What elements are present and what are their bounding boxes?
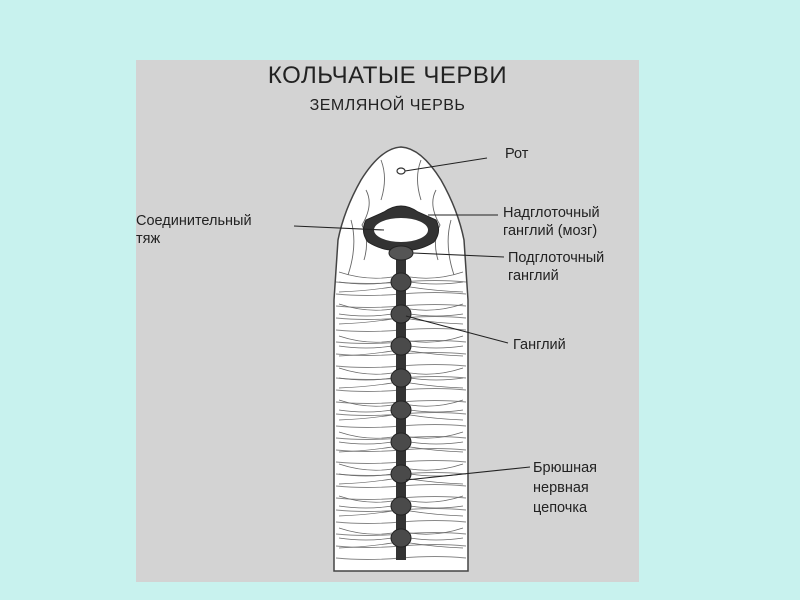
lateral-nerve	[409, 377, 464, 381]
lateral-nerve	[338, 345, 393, 349]
lateral-nerve	[338, 495, 393, 503]
ganglion-node	[390, 528, 412, 548]
lateral-nerve	[409, 399, 464, 407]
lateral-nerve	[409, 335, 464, 343]
lateral-nerve	[338, 367, 393, 375]
label-connective-line1: Соединительный	[136, 213, 252, 229]
lateral-nerve	[409, 537, 464, 541]
lateral-nerve	[338, 350, 393, 357]
lateral-nerve	[409, 286, 464, 293]
label-supraesophageal-line1: Надглоточный	[503, 205, 600, 221]
lateral-nerve	[338, 313, 393, 317]
lateral-nerve	[409, 505, 464, 509]
leader-ganglion	[405, 315, 509, 344]
lateral-nerve	[409, 495, 464, 503]
lateral-nerve	[338, 286, 393, 293]
ganglion-node	[390, 368, 412, 388]
lateral-nerve	[338, 446, 393, 453]
lateral-nerve	[338, 542, 393, 549]
lateral-nerve	[409, 345, 464, 349]
leader-connective	[293, 225, 385, 231]
label-supraesophageal-line2: ганглий (мозг)	[503, 223, 598, 239]
lateral-nerve	[409, 303, 464, 311]
lateral-nerve	[338, 537, 393, 541]
ganglion-node	[390, 336, 412, 356]
lateral-nerve	[338, 281, 393, 285]
leader-mouth	[404, 157, 488, 172]
lateral-nerve	[338, 527, 393, 535]
label-nerve-cord-line1: Брюшная	[533, 460, 598, 476]
label-nerve-cord-line2: нервная	[533, 480, 589, 496]
label-ganglion: Ганглий	[513, 337, 566, 353]
earthworm-illustration	[293, 146, 531, 572]
lateral-nerve	[338, 478, 393, 485]
ganglion-node	[390, 496, 412, 516]
diagram-title: КОЛЬЧАТЫЕ ЧЕРВИ	[267, 62, 508, 89]
lateral-nerve	[338, 441, 393, 445]
lateral-nerve	[409, 542, 464, 549]
lateral-nerve	[338, 463, 393, 471]
lateral-nerve	[338, 382, 393, 389]
label-subesophageal-line2: ганглий	[508, 268, 559, 284]
lateral-nerve	[409, 431, 464, 439]
lateral-nerve	[409, 510, 464, 517]
lateral-nerve	[338, 409, 393, 413]
lateral-nerve	[409, 441, 464, 445]
ganglion-node	[390, 272, 412, 292]
lateral-nerve	[409, 367, 464, 375]
lateral-nerve	[338, 377, 393, 381]
lateral-nerve	[338, 431, 393, 439]
subesophageal-ganglion	[388, 245, 414, 261]
lateral-nerve	[409, 271, 464, 279]
lateral-nerve	[338, 414, 393, 421]
diagram-subtitle: ЗЕМЛЯНОЙ ЧЕРВЬ	[309, 97, 466, 114]
label-subesophageal-line1: Подглоточный	[508, 250, 605, 266]
lateral-nerve	[409, 318, 464, 325]
lateral-nerve	[338, 399, 393, 407]
mouth-opening	[396, 167, 406, 175]
lateral-nerve	[338, 271, 393, 279]
diagram-panel: КОЛЬЧАТЫЕ ЧЕРВИ ЗЕМЛЯНОЙ ЧЕРВЬ	[136, 60, 639, 582]
lateral-nerve	[409, 281, 464, 285]
lateral-nerve	[409, 313, 464, 317]
pharynx-opening	[374, 218, 428, 242]
lateral-nerve	[409, 382, 464, 389]
lateral-nerve	[409, 409, 464, 413]
label-mouth: Рот	[505, 146, 529, 162]
label-connective-line2: тяж	[136, 231, 161, 247]
leader-cord	[405, 466, 531, 481]
ganglia-chain	[390, 272, 412, 548]
ganglion-node	[390, 464, 412, 484]
leader-sub	[412, 252, 505, 258]
lateral-nerve	[338, 335, 393, 343]
lateral-nerve	[338, 505, 393, 509]
ganglion-node	[390, 304, 412, 324]
ganglion-node	[390, 400, 412, 420]
lateral-nerve	[409, 463, 464, 471]
lateral-nerve	[338, 510, 393, 517]
lateral-nerve	[409, 527, 464, 535]
label-nerve-cord-line3: цепочка	[533, 500, 588, 516]
ganglion-node	[390, 432, 412, 452]
lateral-nerve	[338, 473, 393, 477]
lateral-nerve	[409, 414, 464, 421]
leader-lines	[293, 157, 531, 481]
lateral-nerve	[338, 303, 393, 311]
lateral-nerve	[409, 350, 464, 357]
lateral-nerve	[338, 318, 393, 325]
lateral-nerve	[409, 446, 464, 453]
